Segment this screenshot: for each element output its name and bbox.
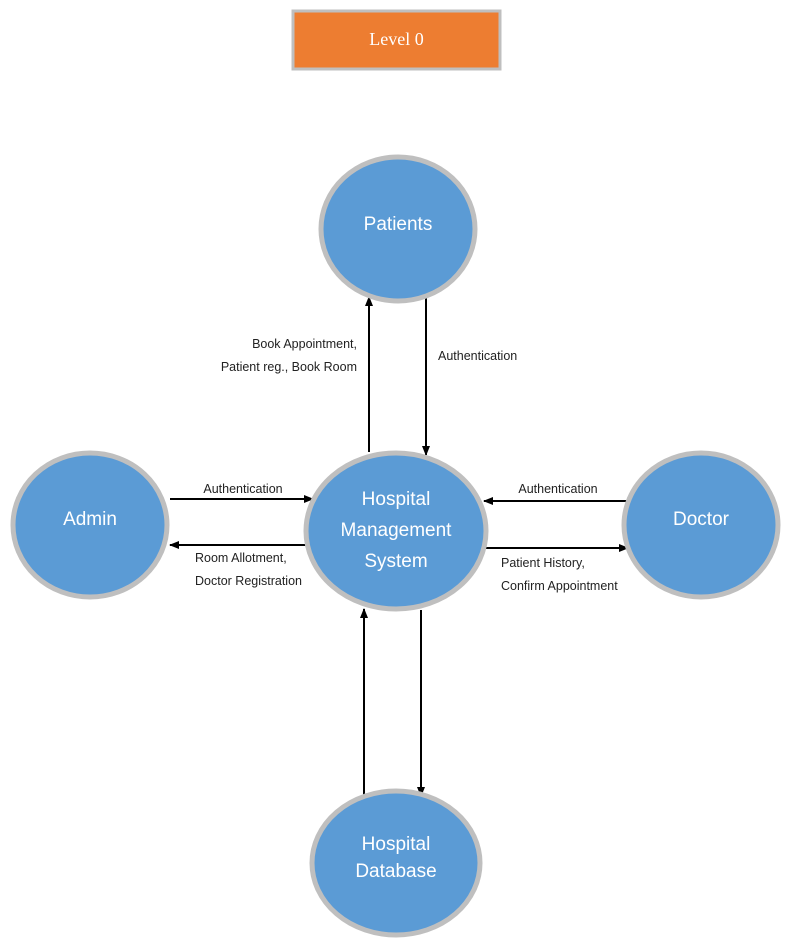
node-doctor-label: Doctor (673, 509, 730, 530)
node-patients-circle (318, 154, 478, 304)
node-patients: Patients (318, 154, 478, 304)
flow-label-doctor-to-system: Authentication (518, 482, 597, 496)
node-database-circle (309, 788, 483, 938)
node-doctor: Doctor (621, 450, 781, 600)
flow-label-system-to-admin-line1: Room Allotment, (195, 551, 287, 565)
node-patients-label: Patients (364, 214, 433, 235)
node-center-label-line2: Management (341, 520, 453, 541)
title-text: Level 0 (369, 29, 423, 49)
flow-label-patients-to-system-line2: Patient reg., Book Room (221, 360, 357, 374)
node-hospital-management-system: Hospital Management System (303, 450, 489, 612)
node-database-label-line1: Hospital (362, 834, 431, 855)
flow-label-admin-to-system: Authentication (203, 482, 282, 496)
flow-label-patients-to-system-line1: Book Appointment, (252, 337, 357, 351)
node-hospital-database: Hospital Database (309, 788, 483, 938)
node-center-label-line1: Hospital (362, 489, 431, 510)
node-database-label-line2: Database (355, 861, 436, 882)
title-box: Level 0 (291, 9, 502, 71)
node-admin-label: Admin (63, 509, 117, 530)
node-admin-circle (10, 450, 170, 600)
flow-label-system-to-doctor-line2: Confirm Appointment (501, 579, 618, 593)
title-box-bg (291, 9, 502, 71)
flow-label-system-to-admin-line2: Doctor Registration (195, 574, 302, 588)
node-center-label-line3: System (364, 551, 427, 572)
node-center-circle (303, 450, 489, 612)
node-admin: Admin (10, 450, 170, 600)
flow-label-system-to-doctor-line1: Patient History, (501, 556, 585, 570)
node-doctor-circle (621, 450, 781, 600)
flow-label-system-to-patients: Authentication (438, 349, 517, 363)
